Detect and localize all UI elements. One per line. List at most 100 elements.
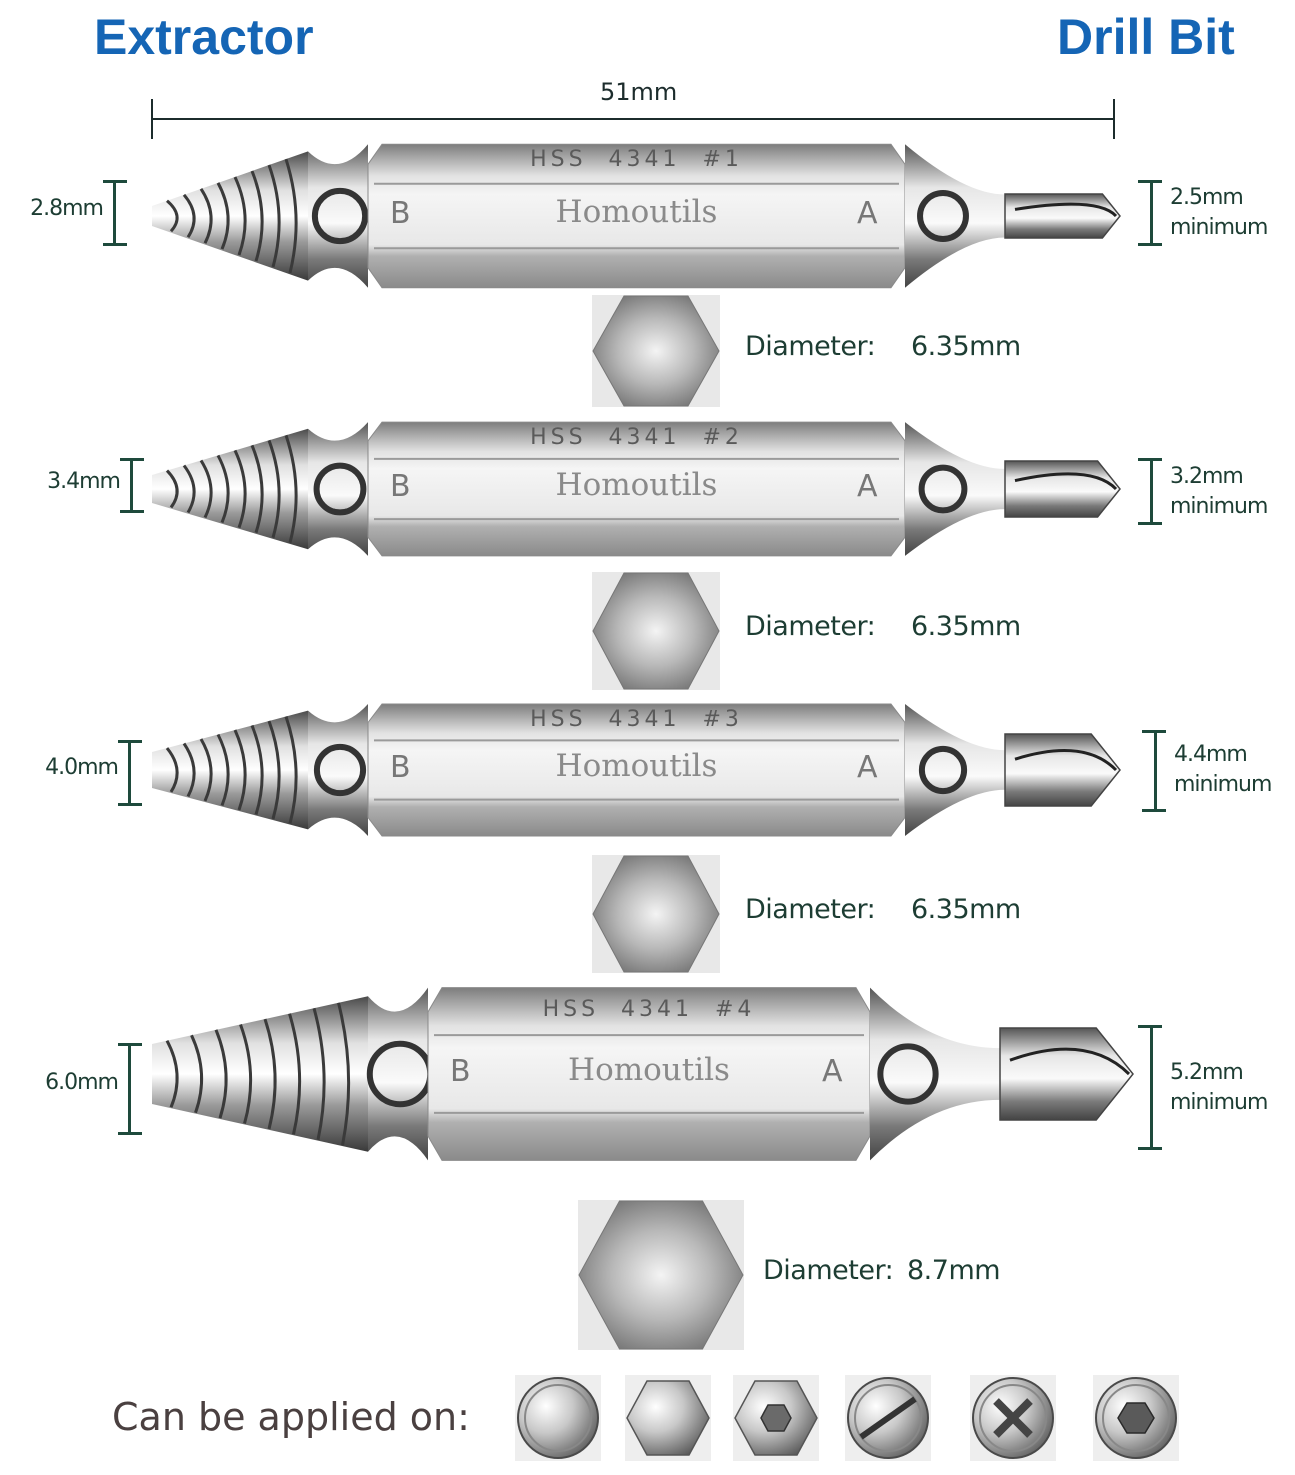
extractor-flute [165, 469, 179, 509]
extractor-size: 6.0mm [45, 1070, 119, 1095]
drill-note: minimum [1170, 1090, 1268, 1115]
hex-face [592, 572, 720, 690]
drill-tip [1004, 460, 1121, 518]
extractor-bracket-top [120, 458, 144, 461]
drill-bracket-top [1138, 180, 1162, 183]
brand-label: Homoutils [555, 467, 718, 503]
hex-socket [760, 1404, 792, 1432]
drill-note: minimum [1174, 772, 1272, 797]
extractor-bracket-bottom [118, 1132, 142, 1135]
extractor-bracket-bottom [118, 803, 142, 806]
extractor-flute [284, 715, 298, 824]
extractor-flute [337, 1002, 351, 1146]
diameter-value: 8.7mm [907, 1255, 1001, 1286]
diameter-value: 6.35mm [911, 894, 1021, 925]
extractor-flute [199, 738, 213, 802]
extractor-flute [182, 193, 196, 239]
drill-flute [1014, 202, 1118, 218]
left-neck [308, 704, 368, 836]
bit-2-drawing [152, 421, 1121, 557]
screw-hex-body [626, 1380, 710, 1456]
bit-4-drawing [152, 987, 1134, 1161]
slotted-head-icon [845, 1375, 931, 1461]
drill-bracket [1150, 180, 1153, 246]
left-neck [308, 422, 368, 556]
extractor-bracket [113, 180, 116, 246]
hex-face [578, 1200, 744, 1350]
diameter-label: Diameter: [745, 331, 876, 362]
end-b-label: B [390, 196, 411, 231]
right-neck [905, 144, 1005, 288]
extractor-cone [152, 710, 308, 830]
end-b-label: B [450, 1054, 471, 1089]
extractor-flute [284, 434, 298, 544]
brand-label: Homoutils [555, 194, 718, 230]
drill-flute [1014, 749, 1118, 772]
diameter-value: 6.35mm [911, 331, 1021, 362]
extractor-bracket-top [118, 1043, 142, 1046]
overall-length-line [152, 118, 1115, 120]
drill-bracket-bottom [1142, 809, 1166, 812]
extractor-flute [267, 164, 281, 268]
drill-flute [1009, 1047, 1131, 1076]
extractor-size: 3.4mm [47, 469, 121, 494]
bit-marking: HSS 4341 #4 [542, 997, 756, 1022]
screw-round-body [517, 1377, 599, 1459]
extractor-flute [267, 439, 281, 539]
drill-bracket-top [1138, 1025, 1162, 1028]
hex-head-icon [625, 1375, 711, 1461]
brand-label: Homoutils [568, 1052, 730, 1088]
drill-size: 2.5mm [1170, 185, 1244, 210]
drill-tip [1004, 733, 1121, 807]
drill-bracket-top [1142, 730, 1166, 733]
extractor-flute [216, 733, 230, 807]
left-neck-groove [313, 743, 367, 797]
right-neck-groove [917, 190, 969, 242]
drill-bracket [1150, 458, 1153, 525]
bit-3-drawing [152, 703, 1121, 837]
cap-socket [1117, 1402, 1155, 1434]
extractor-cone [152, 428, 308, 550]
end-a-label: A [857, 469, 878, 504]
extractor-flute [199, 459, 213, 519]
applied-on-label: Can be applied on: [112, 1395, 470, 1439]
drill-bit-heading: Drill Bit [1057, 9, 1235, 65]
right-neck [905, 704, 1005, 836]
drill-tip [999, 1027, 1134, 1121]
drill-bracket [1154, 730, 1157, 812]
hex-cross-section-icon [592, 572, 720, 690]
diameter-value: 6.35mm [911, 611, 1021, 642]
left-neck-groove [313, 462, 367, 516]
extractor-cone [152, 151, 308, 281]
extractor-flute [214, 1029, 228, 1119]
diameter-label: Diameter: [745, 894, 876, 925]
hex-face [592, 295, 720, 407]
hex-socket-icon [733, 1375, 819, 1461]
extractor-bracket-bottom [120, 510, 144, 513]
phillips-head-icon [970, 1375, 1056, 1461]
bit-marking: HSS 4341 #1 [530, 147, 743, 172]
extractor-flute [284, 158, 298, 274]
hex-cross-section-icon [592, 295, 720, 407]
left-neck-groove [311, 187, 369, 245]
extractor-flute [166, 199, 179, 233]
end-b-label: B [390, 750, 411, 785]
socket-cap-icon [1093, 1375, 1179, 1461]
hex-face [592, 855, 720, 973]
drill-note: minimum [1170, 215, 1268, 240]
extractor-bracket [130, 458, 133, 513]
length-tick-right [1113, 99, 1115, 139]
left-neck [308, 144, 368, 288]
drill-size: 3.2mm [1170, 464, 1244, 489]
round-head-icon [515, 1375, 601, 1461]
drill-flute [1014, 472, 1118, 491]
drill-size: 4.4mm [1174, 742, 1248, 767]
extractor-flute [263, 1018, 277, 1130]
extractor-flute [216, 182, 230, 250]
extractor-flute [190, 1034, 204, 1114]
extractor-cone [152, 996, 368, 1152]
bit-1-drawing [152, 143, 1121, 289]
diameter-label: Diameter: [745, 611, 876, 642]
cross-slot-b [993, 1398, 1033, 1438]
screw-rim [524, 1384, 592, 1452]
